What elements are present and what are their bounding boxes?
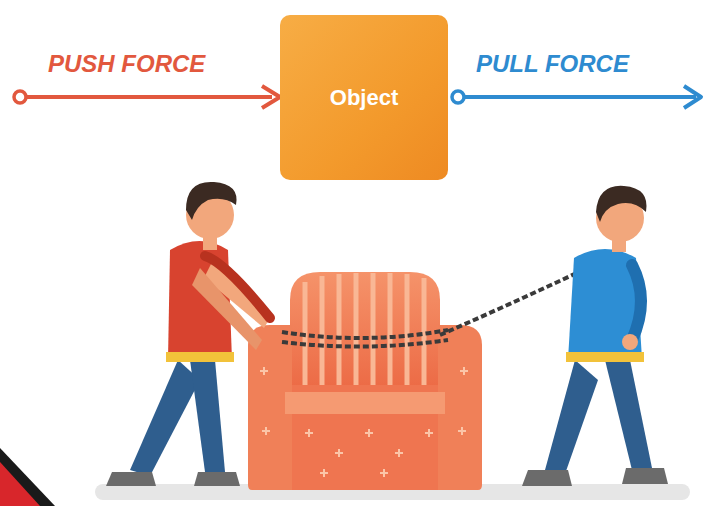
object-box: Object [280,15,448,180]
force-label: PULL FORCE [476,50,629,78]
pulling-man [522,186,668,486]
corner-decoration [0,462,40,506]
force-label: PUSH FORCE [48,50,205,78]
arrow-tail [452,91,464,103]
pushing-man [106,182,270,486]
pull-arrow [464,95,696,99]
corner-decoration [0,448,55,506]
node-label: Object [330,85,398,111]
arrow-head [262,86,280,108]
arrow-tail [14,91,26,103]
armchair [248,272,482,490]
push-arrow [26,95,272,99]
arrow-head [684,86,701,108]
